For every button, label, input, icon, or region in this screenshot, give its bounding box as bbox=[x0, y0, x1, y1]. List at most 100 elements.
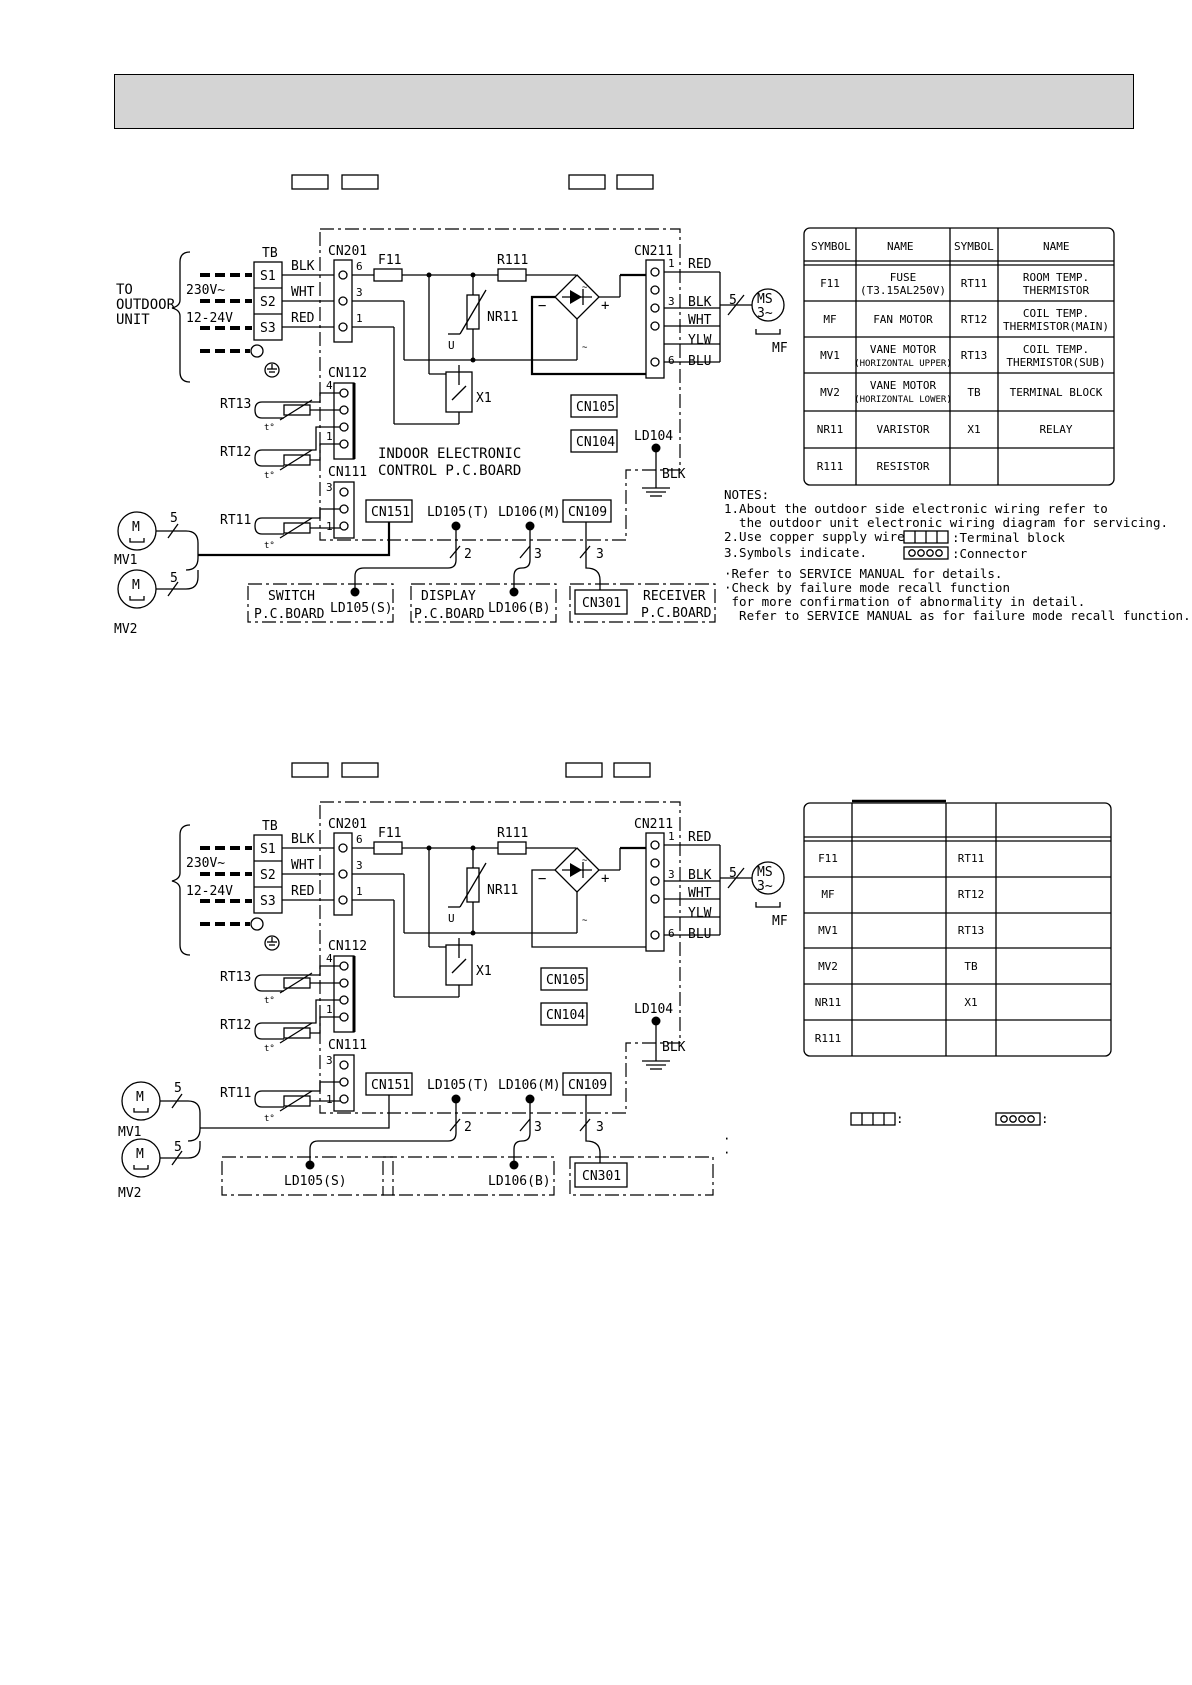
bridge-ac: ~ bbox=[582, 343, 588, 353]
ld104-blk-label: BLK bbox=[662, 467, 686, 482]
pin-label: 1 bbox=[326, 1093, 333, 1106]
table-rows: F11 FUSE (T3.15AL250V) RT11 ROOM TEMP. T… bbox=[817, 271, 1109, 473]
service-note: for more confirmation of abnormality in … bbox=[724, 594, 1085, 609]
wire-color-label: RED bbox=[688, 830, 712, 845]
fuse-f11 bbox=[373, 268, 403, 282]
wire-count: 5 bbox=[729, 866, 737, 881]
table-cell: X1 bbox=[964, 996, 977, 1009]
earth-icon bbox=[264, 362, 280, 378]
wire-color-label: YLW bbox=[688, 906, 712, 921]
tb-label: TB bbox=[262, 819, 278, 834]
pin-label: 3 bbox=[356, 286, 363, 299]
wire-count: 5 bbox=[174, 1140, 182, 1155]
connector-legend: :Connector bbox=[952, 546, 1028, 561]
pin-label: 3 bbox=[668, 868, 675, 881]
table-cell: FUSE bbox=[890, 271, 917, 284]
bridge-plus: + bbox=[601, 871, 609, 887]
model-box bbox=[613, 762, 651, 778]
table-cell: X1 bbox=[967, 423, 980, 436]
rt13-label: RT13 bbox=[220, 397, 251, 412]
lower-wiring-diagram: 230V~ 12-24V TB S1 S2 S3 BLK WHT RED CN2… bbox=[118, 801, 788, 1201]
ld106m-label: LD106(M) bbox=[498, 505, 561, 520]
wire-color-label: WHT bbox=[688, 886, 712, 901]
table-cell: R111 bbox=[817, 460, 844, 473]
mf-label: MF bbox=[772, 341, 788, 356]
tb-label: TB bbox=[262, 246, 278, 261]
board-label: INDOOR ELECTRONIC bbox=[378, 446, 521, 462]
table-cell: THERMISTOR bbox=[1023, 284, 1090, 297]
model-box bbox=[341, 762, 379, 778]
ld106m-label: LD106(M) bbox=[498, 1078, 561, 1093]
table-cell: MV2 bbox=[820, 386, 840, 399]
to-outdoor-label: UNIT bbox=[116, 312, 150, 328]
ms-label: MS bbox=[757, 865, 773, 880]
pin-label: 6 bbox=[668, 927, 675, 940]
terminal-s2: S2 bbox=[260, 868, 276, 883]
pin-label: 6 bbox=[356, 260, 363, 273]
model-box bbox=[291, 174, 329, 190]
pin-label: 1 bbox=[668, 830, 675, 843]
ld105t-led bbox=[451, 521, 461, 531]
ld104-label: LD104 bbox=[634, 1002, 673, 1017]
pin-label: 3 bbox=[326, 481, 333, 494]
table-cell: MV2 bbox=[818, 960, 838, 973]
table-cell: VARISTOR bbox=[877, 423, 930, 436]
note-line: 2.Use copper supply wires. bbox=[724, 529, 920, 544]
switch-board-label: SWITCH bbox=[268, 589, 315, 604]
table-cell: NR11 bbox=[815, 996, 842, 1009]
wire-color-label: BLK bbox=[688, 295, 712, 310]
receiver-board-label: RECEIVER bbox=[643, 589, 706, 604]
wire-count: 5 bbox=[174, 1081, 182, 1096]
cn112-label: CN112 bbox=[328, 366, 367, 381]
mv1-label: MV1 bbox=[118, 1125, 141, 1140]
varistor-u-label: U bbox=[448, 912, 455, 925]
table-cell: RELAY bbox=[1039, 423, 1072, 436]
mv2-label: MV2 bbox=[118, 1186, 141, 1201]
power-ac-label: 230V~ bbox=[186, 283, 225, 298]
pin-label: 6 bbox=[668, 354, 675, 367]
note-line: the outdoor unit electronic wiring diagr… bbox=[724, 515, 1168, 530]
f11-label: F11 bbox=[378, 826, 401, 841]
table-cell: VANE MOTOR bbox=[870, 343, 937, 356]
motor-m-label: M bbox=[132, 578, 140, 593]
pin-label: 1 bbox=[326, 520, 333, 533]
table-cell: FAN MOTOR bbox=[873, 313, 933, 326]
service-note: ·Check by failure mode recall function bbox=[724, 580, 1010, 595]
parts-table-blank: F11 MF MV1 MV2 NR11 R111 RT11 RT12 RT13 … bbox=[803, 799, 1112, 1057]
table-cell: RESISTOR bbox=[877, 460, 930, 473]
terminal-s3: S3 bbox=[260, 321, 276, 336]
table-cell: RT13 bbox=[961, 349, 988, 362]
pin-label: 3 bbox=[668, 295, 675, 308]
service-note: ·Refer to SERVICE MANUAL for details. bbox=[724, 566, 1002, 581]
relay-x1 bbox=[445, 371, 473, 413]
wire-color-label: WHT bbox=[688, 313, 712, 328]
pin-label: 1 bbox=[668, 257, 675, 270]
dc-bus bbox=[530, 295, 660, 376]
note-line: 1.About the outdoor side electronic wiri… bbox=[724, 501, 1108, 516]
board-label: CONTROL P.C.BOARD bbox=[378, 463, 521, 479]
ld104-blk-label: BLK bbox=[662, 1040, 686, 1055]
table-cell: R111 bbox=[815, 1032, 842, 1045]
table-cell: MF bbox=[823, 313, 836, 326]
nr11-label: NR11 bbox=[487, 883, 518, 898]
ld104-label: LD104 bbox=[634, 429, 673, 444]
bullet: · bbox=[723, 1145, 731, 1160]
cn104-label: CN104 bbox=[546, 1008, 585, 1023]
table-header: SYMBOL bbox=[811, 240, 851, 253]
notes-title: NOTES: bbox=[724, 487, 769, 502]
cn105-label: CN105 bbox=[576, 400, 615, 415]
wire-count: 3 bbox=[596, 547, 604, 562]
model-box bbox=[565, 762, 603, 778]
pin-label: 3 bbox=[356, 859, 363, 872]
temp-symbol: t° bbox=[264, 541, 275, 551]
table-cell: (T3.15AL250V) bbox=[860, 284, 946, 297]
table-cell: THERMISTOR(MAIN) bbox=[1003, 320, 1109, 333]
wire-count: 5 bbox=[170, 571, 178, 586]
table-cell: RT11 bbox=[961, 277, 988, 290]
table-header: SYMBOL bbox=[954, 240, 994, 253]
x1-label: X1 bbox=[476, 391, 492, 406]
cn112-label: CN112 bbox=[328, 939, 367, 954]
mv2-label: MV2 bbox=[114, 622, 137, 637]
f11-label: F11 bbox=[378, 253, 401, 268]
